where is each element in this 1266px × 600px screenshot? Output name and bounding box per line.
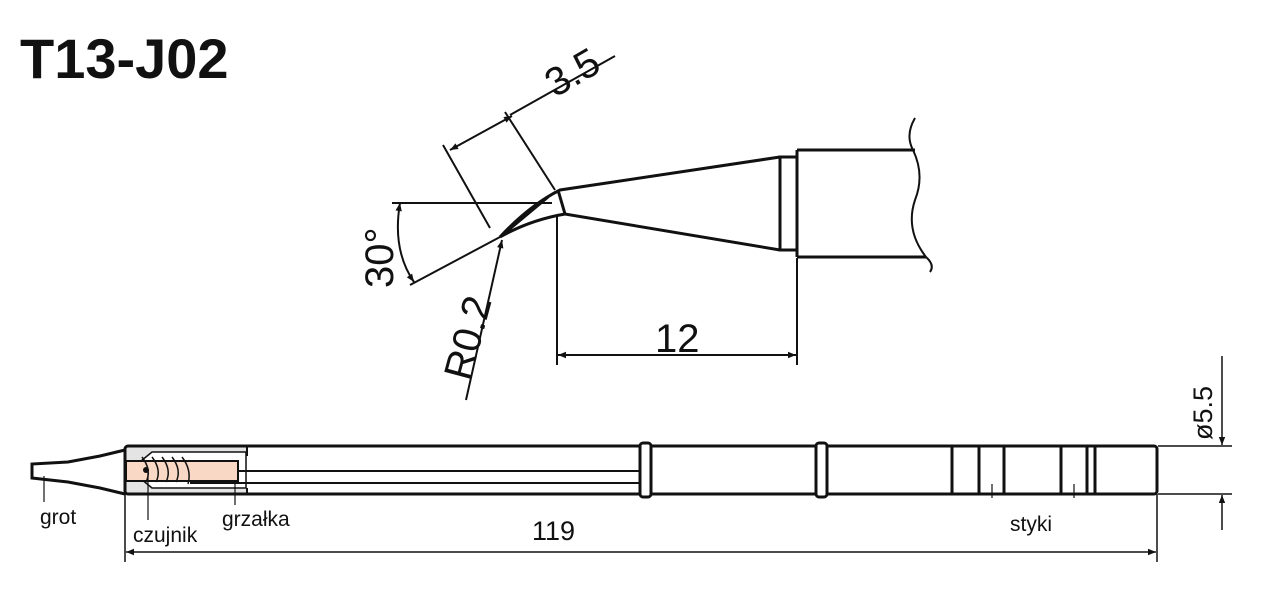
tip-detail-view	[392, 55, 933, 401]
ring	[638, 441, 653, 499]
model-title: T13-J02	[20, 27, 229, 90]
cartridge-view	[30, 356, 1232, 562]
dim-diameter: ø5.5	[1188, 386, 1218, 440]
label-grzalka: grzałka	[222, 508, 290, 531]
dim-angle: 30°	[358, 228, 402, 289]
heater	[125, 460, 239, 482]
label-styki: styki	[1010, 513, 1052, 536]
dim-tip-width: 3.5	[538, 40, 608, 106]
contacts	[950, 447, 1097, 493]
dim-bend-length: 12	[655, 317, 700, 361]
dim-total-length: 119	[532, 516, 575, 546]
label-grot: grot	[40, 506, 76, 529]
ring	[814, 441, 829, 499]
dim-radius: R0.2	[436, 291, 500, 384]
label-czujnik: czujnik	[133, 524, 198, 547]
